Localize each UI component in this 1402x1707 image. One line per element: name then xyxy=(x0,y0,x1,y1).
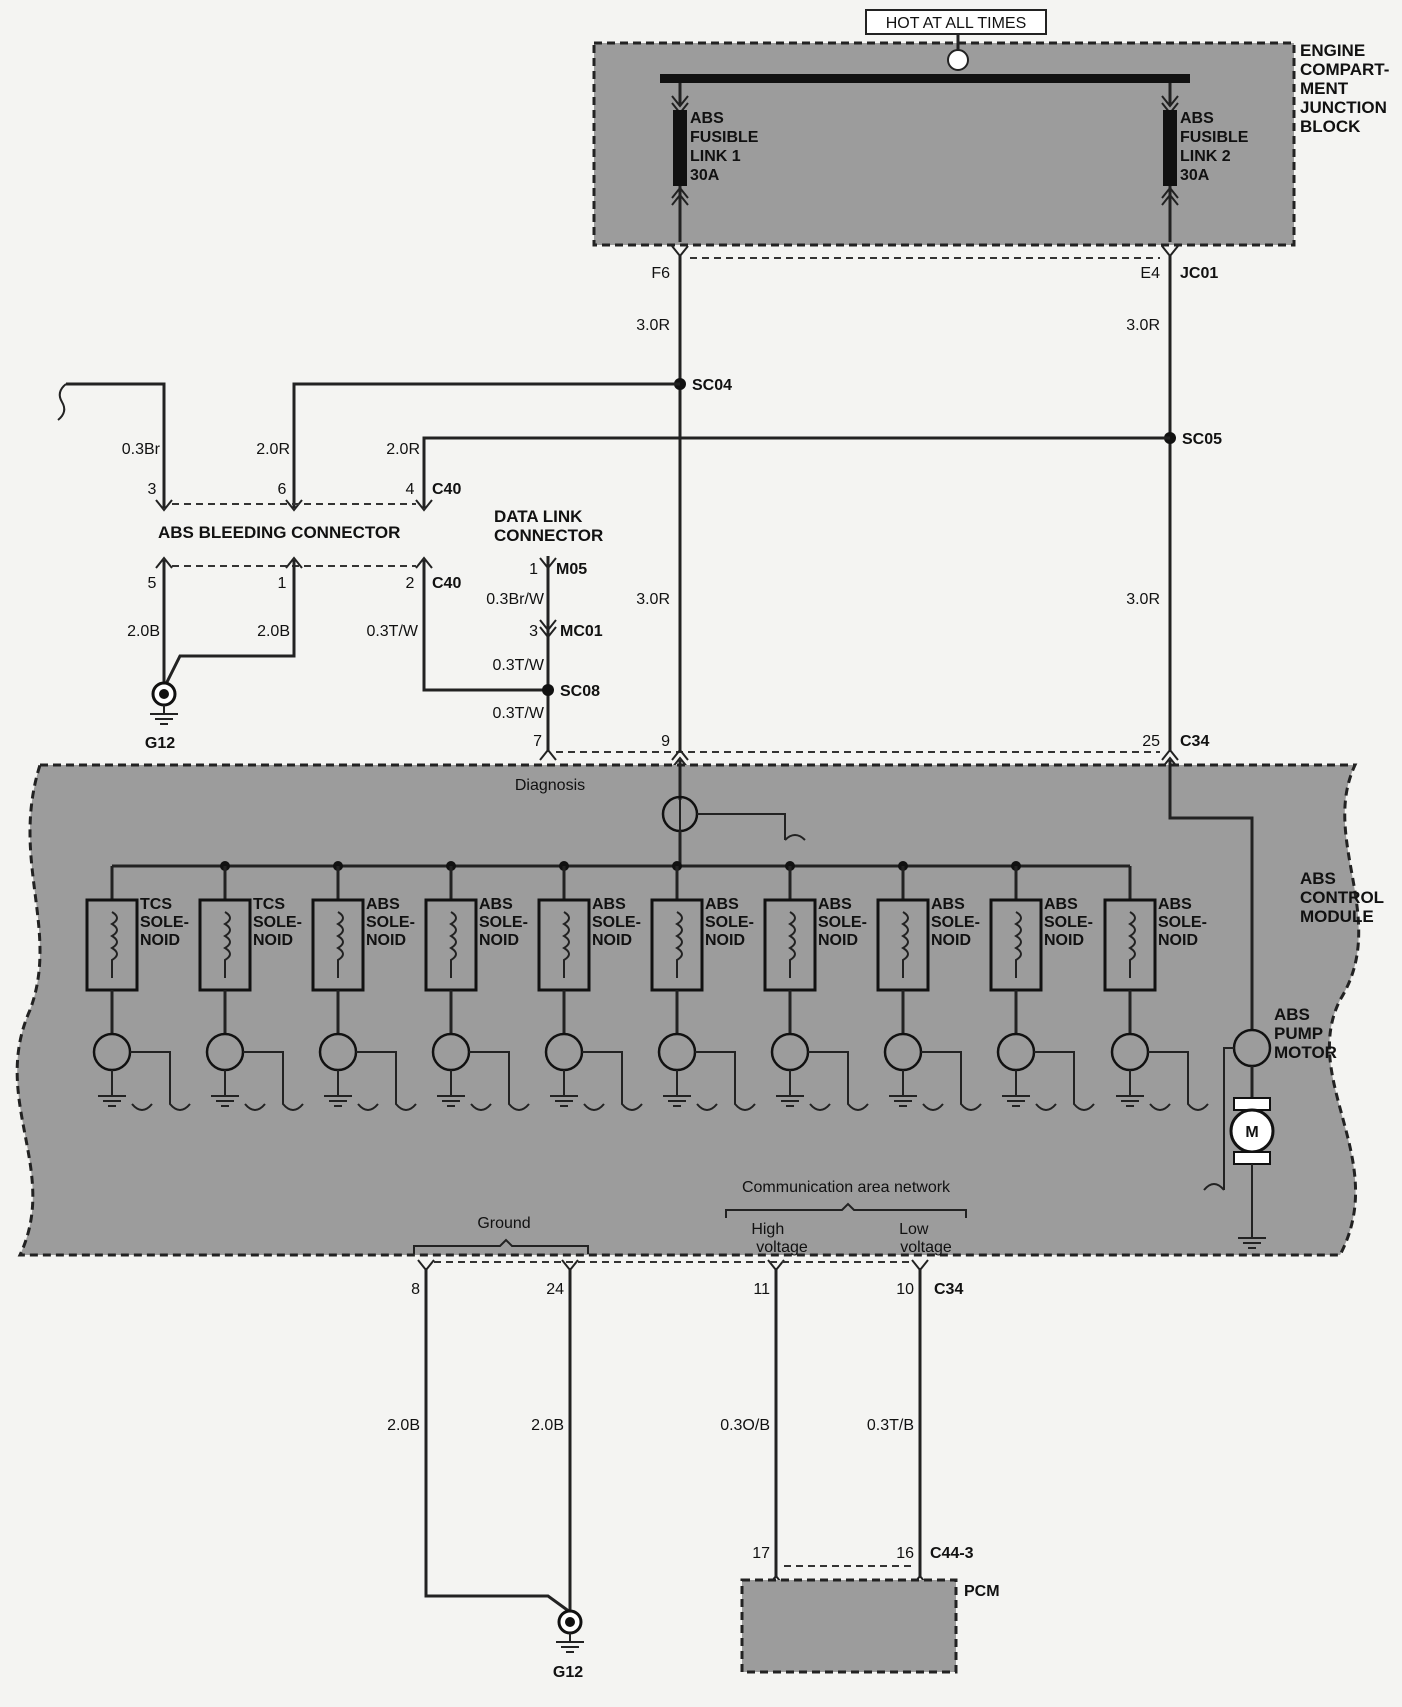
svg-text:9: 9 xyxy=(661,733,670,750)
svg-text:1: 1 xyxy=(529,561,538,578)
svg-text:3.0R: 3.0R xyxy=(1126,317,1160,334)
busbar xyxy=(660,74,1190,83)
fuse-1-label: ABS FUSIBLE LINK 1 30A xyxy=(690,110,763,184)
svg-text:3: 3 xyxy=(148,481,157,498)
svg-text:4: 4 xyxy=(406,481,415,498)
svg-text:2.0B: 2.0B xyxy=(387,1417,420,1434)
connector-jc01: JC01 xyxy=(1180,265,1218,282)
svg-text:2: 2 xyxy=(406,575,415,592)
hot-label-box xyxy=(865,9,1047,35)
svg-text:C40: C40 xyxy=(432,481,461,498)
svg-text:Ground: Ground xyxy=(477,1215,530,1232)
svg-text:Communication area network: Communication area network xyxy=(742,1179,951,1196)
fuse-2 xyxy=(1163,110,1177,186)
svg-text:24: 24 xyxy=(546,1281,564,1298)
svg-text:C40: C40 xyxy=(432,575,461,592)
svg-text:0.3T/W: 0.3T/W xyxy=(492,657,544,674)
junction-block-title: ENGINE COMPART- MENT JUNCTION BLOCK xyxy=(1300,41,1394,136)
svg-text:C34: C34 xyxy=(1180,733,1209,750)
svg-text:2.0B: 2.0B xyxy=(531,1417,564,1434)
can-low-label: Low voltage xyxy=(899,1221,952,1256)
pcm-box xyxy=(740,1578,958,1674)
pin-e4: E4 xyxy=(1140,265,1160,282)
svg-text:3.0R: 3.0R xyxy=(636,317,670,334)
splice-sc08 xyxy=(542,684,554,696)
svg-text:C34: C34 xyxy=(934,1281,963,1298)
svg-text:3.0R: 3.0R xyxy=(1126,591,1160,608)
svg-text:G12: G12 xyxy=(553,1664,583,1681)
pump-motor-label: ABS PUMP MOTOR xyxy=(1274,1005,1337,1062)
svg-text:M: M xyxy=(1245,1124,1258,1141)
svg-text:G12: G12 xyxy=(145,735,175,752)
svg-text:C44-3: C44-3 xyxy=(930,1545,974,1562)
svg-text:8: 8 xyxy=(411,1281,420,1298)
svg-text:2.0B: 2.0B xyxy=(257,623,290,640)
svg-text:6: 6 xyxy=(278,481,287,498)
svg-text:3.0R: 3.0R xyxy=(636,591,670,608)
svg-text:1: 1 xyxy=(278,575,287,592)
pcm-label: PCM xyxy=(964,1583,1000,1600)
splice-sc05-label: SC05 xyxy=(1182,431,1222,448)
abs-module-title: ABS CONTROL MODULE xyxy=(1300,869,1388,926)
svg-text:7: 7 xyxy=(533,733,542,750)
data-link-title: DATA LINK CONNECTOR xyxy=(494,507,603,545)
svg-text:17: 17 xyxy=(752,1545,770,1562)
svg-text:0.3O/B: 0.3O/B xyxy=(720,1417,770,1434)
power-source xyxy=(947,49,969,71)
svg-text:2.0R: 2.0R xyxy=(256,441,290,458)
bleeding-connector-title: ABS BLEEDING CONNECTOR xyxy=(158,523,400,542)
svg-text:16: 16 xyxy=(896,1545,914,1562)
can-high-label: High voltage xyxy=(751,1221,808,1256)
svg-text:2.0R: 2.0R xyxy=(386,441,420,458)
svg-text:5: 5 xyxy=(148,575,157,592)
hot-label: HOT AT ALL TIMES xyxy=(886,15,1027,32)
svg-text:0.3T/W: 0.3T/W xyxy=(366,623,418,640)
svg-text:25: 25 xyxy=(1142,733,1160,750)
svg-text:0.3T/B: 0.3T/B xyxy=(867,1417,914,1434)
svg-text:0.3Br: 0.3Br xyxy=(122,441,161,458)
svg-text:Diagnosis: Diagnosis xyxy=(515,777,585,794)
fuse-1 xyxy=(673,110,687,186)
svg-text:MC01: MC01 xyxy=(560,623,603,640)
svg-text:0.3Br/W: 0.3Br/W xyxy=(486,591,545,608)
pin-f6: F6 xyxy=(651,265,670,282)
svg-text:11: 11 xyxy=(753,1281,770,1298)
splice-sc04-label: SC04 xyxy=(692,377,732,394)
svg-text:M05: M05 xyxy=(556,561,587,578)
svg-text:2.0B: 2.0B xyxy=(127,623,160,640)
svg-text:0.3T/W: 0.3T/W xyxy=(492,705,544,722)
svg-text:10: 10 xyxy=(896,1281,914,1298)
splice-sc08-label: SC08 xyxy=(560,683,600,700)
abs-control-module xyxy=(15,763,1361,1257)
svg-text:3: 3 xyxy=(529,623,538,640)
fuse-2-label: ABS FUSIBLE LINK 2 30A xyxy=(1180,110,1253,184)
